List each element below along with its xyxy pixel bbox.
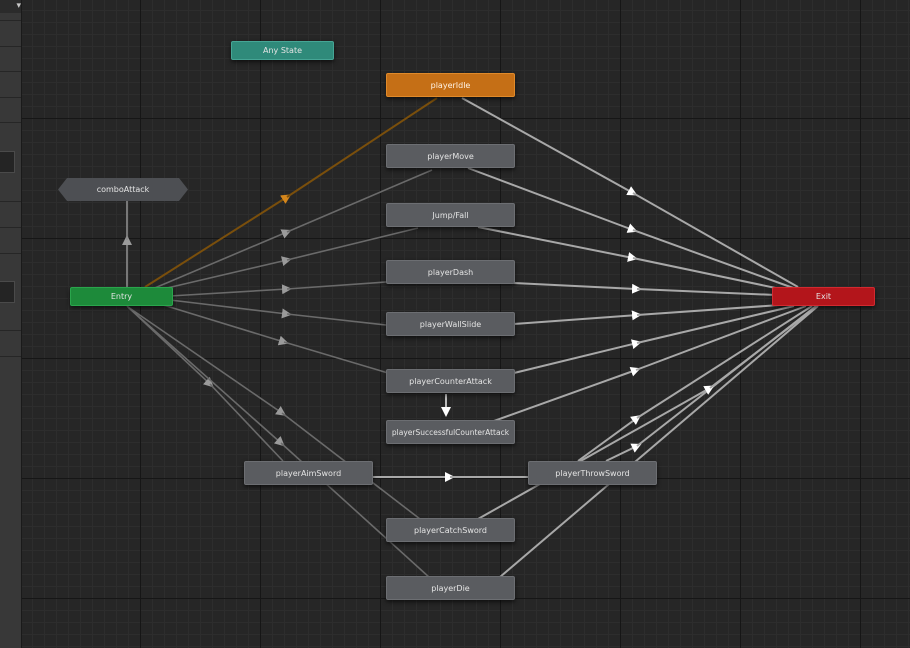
node-player-successful-counter-attack[interactable]: playerSuccessfulCounterAttack [386, 420, 515, 444]
left-panel: ▾ [0, 0, 22, 648]
panel-divider [0, 46, 21, 47]
panel-divider [0, 356, 21, 357]
parameter-field[interactable] [0, 281, 15, 303]
node-player-idle[interactable]: playerIdle [386, 73, 515, 97]
dropdown-arrow-icon[interactable]: ▾ [0, 0, 21, 13]
node-player-dash[interactable]: playerDash [386, 260, 515, 284]
panel-divider [0, 97, 21, 98]
node-player-wall-slide[interactable]: playerWallSlide [386, 312, 515, 336]
default-transition-arrow[interactable] [144, 97, 438, 288]
node-player-catch-sword[interactable]: playerCatchSword [386, 518, 515, 542]
panel-divider [0, 227, 21, 228]
node-any-state[interactable]: Any State [231, 41, 334, 60]
node-jump-fall[interactable]: Jump/Fall [386, 203, 515, 227]
exit-transitions[interactable] [461, 97, 819, 578]
panel-divider [0, 330, 21, 331]
panel-divider [0, 253, 21, 254]
panel-divider [0, 122, 21, 123]
parameter-field[interactable] [0, 151, 15, 173]
node-player-move[interactable]: playerMove [386, 144, 515, 168]
panel-divider [0, 20, 21, 21]
node-exit[interactable]: Exit [772, 287, 875, 306]
node-player-aim-sword[interactable]: playerAimSword [244, 461, 373, 485]
node-player-die[interactable]: playerDie [386, 576, 515, 600]
panel-divider [0, 71, 21, 72]
node-player-throw-sword[interactable]: playerThrowSword [528, 461, 657, 485]
node-player-counter-attack[interactable]: playerCounterAttack [386, 369, 515, 393]
node-combo-attack[interactable]: comboAttack [58, 178, 188, 201]
panel-divider [0, 201, 21, 202]
node-entry[interactable]: Entry [70, 287, 173, 306]
